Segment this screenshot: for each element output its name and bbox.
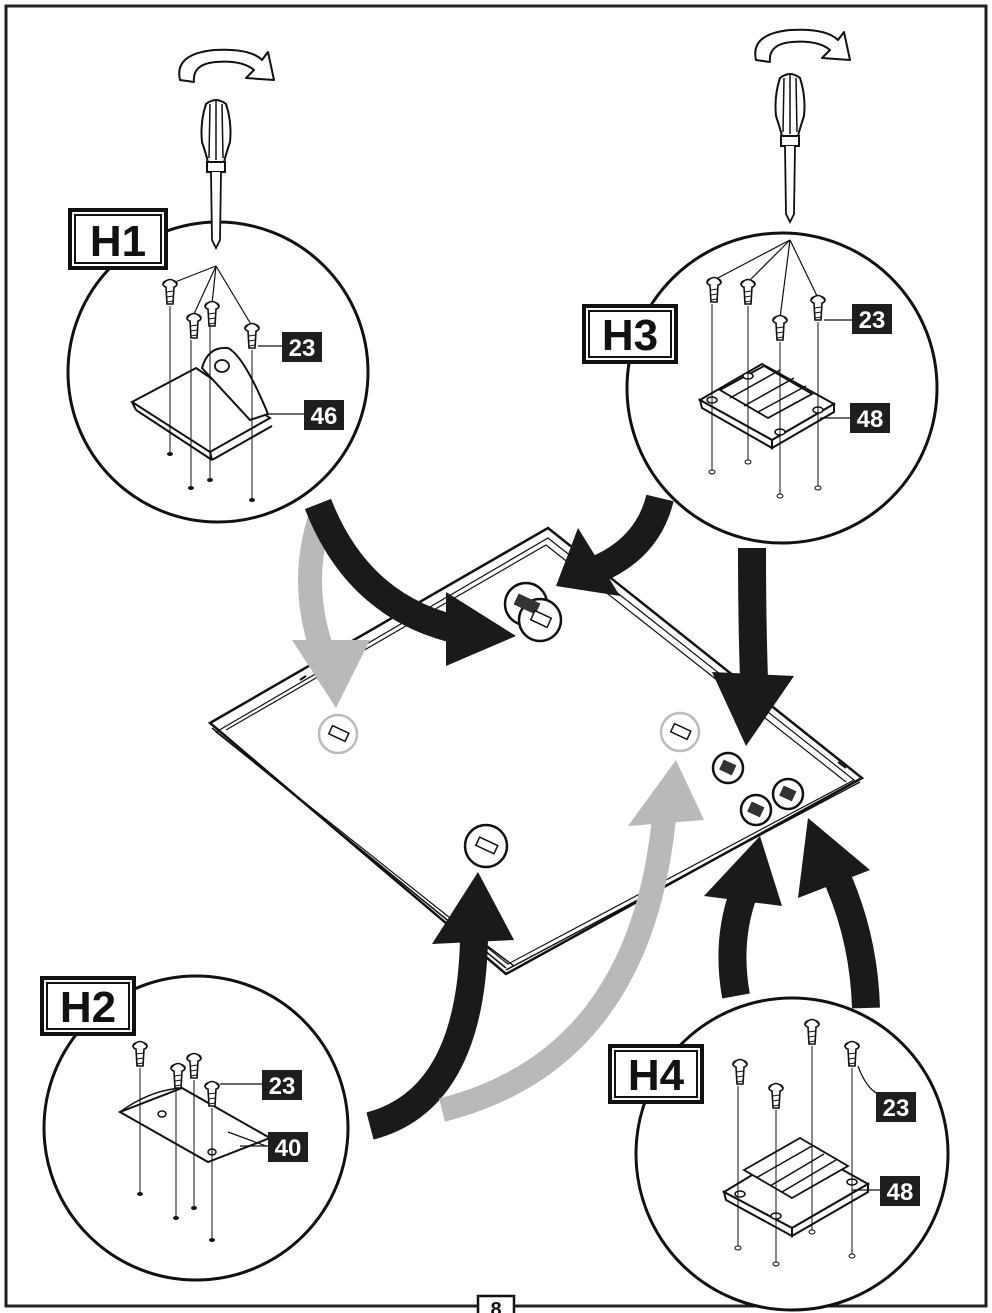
part-label-23: 23 [859,307,886,334]
mount-mark-right-light [659,711,701,753]
mount-mark-h1-top [503,581,563,643]
part-label-23: 23 [269,1073,296,1100]
rotate-arrow-icon [178,48,275,83]
page-number: 8 [476,1294,516,1313]
callout-h2: H2 23 40 [40,974,350,1282]
part-label-23: 23 [883,1095,910,1122]
screwdriver-icon [774,73,806,223]
part-badge-46 [304,400,344,430]
part-badge-23 [852,304,892,334]
part-label-23: 23 [289,335,316,362]
mount-mark-left [317,713,359,755]
part-label-46: 46 [311,403,338,430]
part-badge-23 [282,332,322,362]
part-label-48: 48 [857,406,884,433]
part-label-48: 48 [887,1179,914,1206]
page-number-text: 8 [490,1299,501,1313]
callout-h4: H4 23 48 [608,996,950,1312]
bracket-icon [721,1136,871,1238]
mount-mark-h3 [711,751,745,785]
mount-mark-h4-right [771,777,805,811]
step-label-h1: H1 [90,217,146,266]
mount-mark-h4-left [739,793,773,827]
part-badge-23 [262,1070,302,1100]
step-label-h4: H4 [628,1051,685,1100]
part-badge-48 [880,1176,920,1206]
direction-arrow-icon [292,494,880,1140]
part-badge-40 [268,1132,308,1162]
callout-h3: H3 23 48 [582,28,939,545]
step-label-h2: H2 [60,983,116,1032]
part-label-40: 40 [275,1135,302,1162]
part-badge-23 [876,1092,916,1122]
mount-mark-bottom [463,823,509,869]
step-label-h3: H3 [602,311,658,360]
rotate-arrow-icon [754,28,851,63]
callout-h1: H1 23 46 [66,48,370,524]
part-badge-48 [850,403,890,433]
